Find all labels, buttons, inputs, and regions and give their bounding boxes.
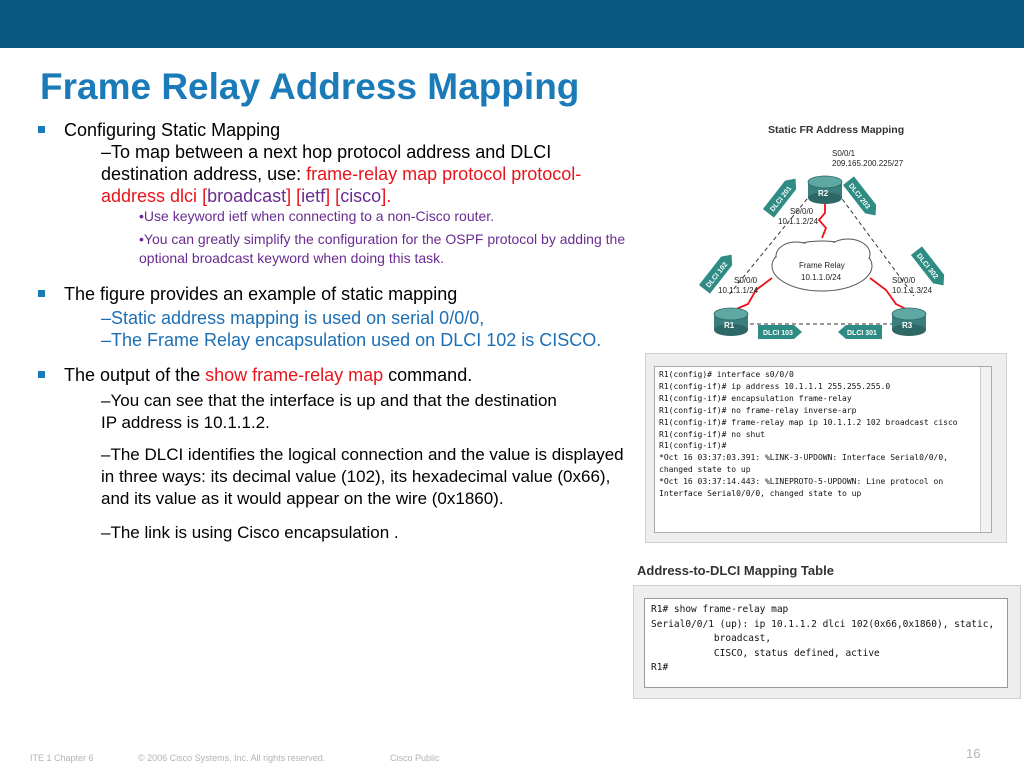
console-line: *Oct 16 03:37:14.443: %LINEPROTO-5-UPDOW… <box>659 477 944 487</box>
r2-serial-port: S0/0/1 <box>832 149 856 158</box>
svg-text:DLCI 301: DLCI 301 <box>847 330 877 337</box>
mapping-line: broadcast, <box>651 633 772 644</box>
r1-ip: 10.1.1.1/24 <box>718 286 759 295</box>
bullet-show-output: The output of the show frame-relay map c… <box>38 365 638 386</box>
dlci-302-arrow-icon: DLCI 302 <box>910 246 945 286</box>
dlci-203-arrow-icon: DLCI 203 <box>842 176 877 216</box>
frame-relay-cloud-icon <box>771 238 873 292</box>
mapping-line: R1# <box>651 662 669 673</box>
router-r2-icon <box>807 175 843 204</box>
r2-serial-ip: 209.165.200.225/27 <box>832 159 904 168</box>
cloud-label: Frame Relay <box>799 261 845 270</box>
console-line: R1(config-if)# <box>659 441 727 451</box>
bullet-list: Configuring Static Mapping –To map betwe… <box>38 120 638 544</box>
pvc-line-r2-r1 <box>727 187 817 297</box>
command-syntax: frame-relay map protocol protocol-addres… <box>101 164 582 206</box>
mapping-table-title: Address-to-DLCI Mapping Table <box>637 563 834 578</box>
console-line: *Oct 16 03:37:03.391: %LINK-3-UPDOWN: In… <box>659 453 948 463</box>
square-bullet-icon <box>38 126 45 133</box>
footer-copyright: © 2006 Cisco Systems, Inc. All rights re… <box>138 753 326 763</box>
router-r1-label: R1 <box>724 321 735 330</box>
slide-title: Frame Relay Address Mapping <box>40 66 580 107</box>
mapping-line: R1# show frame-relay map <box>651 604 789 615</box>
router-r3-label: R3 <box>902 321 913 330</box>
r3-ip: 10.1.1.3/24 <box>892 286 933 295</box>
frame-relay-diagram: Static FR Address Mapping Frame Relay 10… <box>698 124 945 339</box>
sub-bullet-interface-up: –You can see that the interface is up an… <box>101 391 557 432</box>
serial-link-r3 <box>869 277 909 311</box>
header-bar <box>0 0 1024 48</box>
dlci-301-arrow-icon: DLCI 301 <box>838 325 882 339</box>
sub-bullet-serial: –Static address mapping is used on seria… <box>101 308 485 328</box>
bullet-configuring: Configuring Static Mapping <box>38 120 638 141</box>
bullet-figure-example: The figure provides an example of static… <box>38 284 638 305</box>
r2-lan-ip: 10.1.1.2/24 <box>778 217 819 226</box>
page-number: 16 <box>966 746 981 761</box>
r3-port: S0/0/0 <box>892 276 916 285</box>
footer-classification: Cisco Public <box>390 753 440 763</box>
sub-bullet-cisco-encap: –The link is using Cisco encapsulation . <box>101 523 399 542</box>
cloud-network: 10.1.1.0/24 <box>801 273 842 282</box>
square-bullet-icon <box>38 371 45 378</box>
console-line: changed state to up <box>659 465 751 475</box>
console-line: R1(config-if)# no frame-relay inverse-ar… <box>659 405 857 415</box>
console-line: R1(config)# interface s0/0/0 <box>659 370 794 379</box>
sub-bullet-encapsulation: –The Frame Relay encapsulation used on D… <box>101 330 602 350</box>
console-scrollbar[interactable] <box>980 367 991 532</box>
serial-link-r2 <box>817 202 828 239</box>
mapping-line: CISCO, status defined, active <box>651 647 880 659</box>
console-line: Interface Serial0/0/0, changed state to … <box>659 489 862 499</box>
console-line: R1(config-if)# encapsulation frame-relay <box>659 393 852 403</box>
note-ospf: •You can greatly simplify the configurat… <box>139 231 626 266</box>
mapping-line: Serial0/0/1 (up): ip 10.1.1.2 dlci 102(0… <box>651 618 995 630</box>
router-r1-icon <box>713 307 749 336</box>
router-r2-label: R2 <box>818 189 829 198</box>
diagram-title: Static FR Address Mapping <box>768 124 904 136</box>
r1-port: S0/0/0 <box>734 276 758 285</box>
pvc-line-r2-r3 <box>833 187 915 297</box>
console-line: R1(config-if)# ip address 10.1.1.1 255.2… <box>659 381 891 391</box>
console-line: R1(config-if)# frame-relay map ip 10.1.1… <box>659 417 958 427</box>
sub-bullet-map-command: –To map between a next hop protocol addr… <box>101 142 582 206</box>
footer-course: ITE 1 Chapter 6 <box>30 753 94 763</box>
sub-bullet-dlci-values: –The DLCI identifies the logical connect… <box>101 445 624 508</box>
dlci-103-arrow-icon: DLCI 103 <box>758 325 802 339</box>
note-ietf: •Use keyword ietf when connecting to a n… <box>139 208 495 224</box>
console-line: R1(config-if)# no shut <box>659 429 765 439</box>
serial-link-r1 <box>733 277 773 311</box>
square-bullet-icon <box>38 290 45 297</box>
r2-lan-port: S0/0/0 <box>790 207 814 216</box>
svg-text:DLCI 103: DLCI 103 <box>763 330 793 337</box>
router-r3-icon <box>891 307 927 336</box>
